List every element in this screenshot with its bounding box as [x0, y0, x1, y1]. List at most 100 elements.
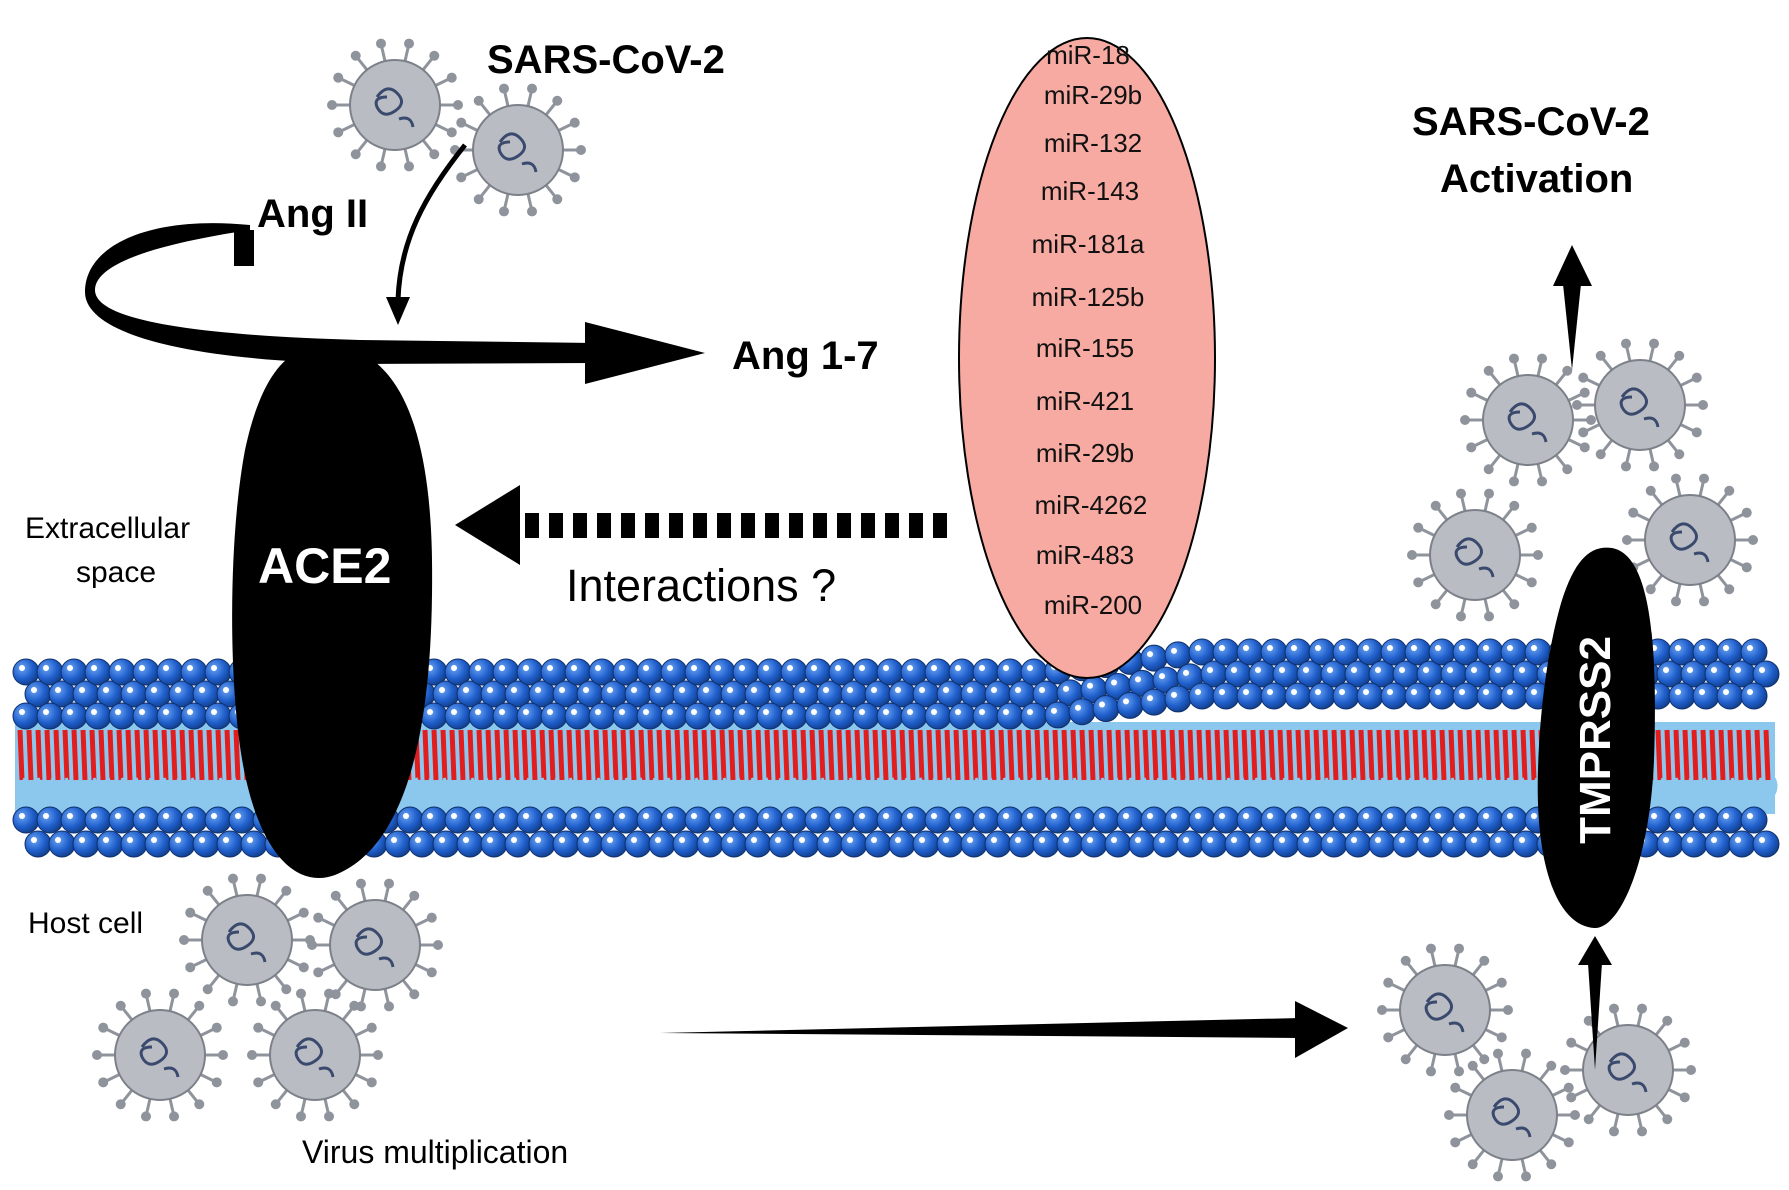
lipid-tail [872, 729, 880, 781]
virus-rna [226, 922, 267, 963]
lipid-tail [611, 729, 619, 781]
lipid-head-shine [1699, 813, 1705, 819]
lipid-head-shine [1483, 645, 1489, 651]
lipid-tail [692, 777, 700, 811]
lipid-head-shine [1291, 645, 1297, 651]
lipid-head [1716, 806, 1744, 834]
virus-spike-tip [1586, 415, 1596, 425]
lipid-tail [1655, 729, 1663, 781]
virus-spike-tip [1430, 500, 1441, 511]
virus-spike-tip [349, 1000, 360, 1011]
lipid-head [996, 702, 1024, 730]
lipid-head [948, 702, 976, 730]
lipid-head [684, 806, 712, 834]
lipid-head [1164, 685, 1192, 713]
virus-spike-tip [1566, 1037, 1577, 1048]
virus-spike-tip [115, 1000, 126, 1011]
lipid-tail [1466, 729, 1474, 781]
lipid-tail [728, 729, 736, 781]
lipid-head-shine [499, 709, 505, 715]
virus-spike-tip [384, 878, 395, 889]
lipid-head [708, 806, 736, 834]
lipid-head [12, 702, 40, 730]
lipid-head [96, 830, 124, 858]
lipid-head-shine [235, 813, 241, 819]
virus-spike-tip [426, 912, 437, 923]
virus-spike-tip [98, 1022, 109, 1033]
lipid-tail [890, 729, 898, 781]
lipid-head [516, 702, 544, 730]
lipid-tail [1462, 777, 1470, 811]
interactions-dash [789, 513, 803, 538]
lipid-head-shine [919, 837, 925, 843]
lipid-head-shine [1483, 813, 1489, 819]
lipid-head-shine [523, 709, 529, 715]
lipid-head-shine [187, 813, 193, 819]
lipid-head-shine [799, 837, 805, 843]
lipid-head-shine [583, 837, 589, 843]
lipid-tail [664, 777, 672, 811]
lipid-head-shine [1675, 689, 1681, 695]
lipid-head-shine [1747, 689, 1753, 695]
lipid-tail [818, 729, 826, 781]
lipid-tail [1529, 729, 1537, 781]
lipid-tail [1112, 777, 1120, 811]
lipid-tail [734, 777, 742, 811]
lipid-tail [1168, 777, 1176, 811]
lipid-head [804, 702, 832, 730]
lipid-head-shine [571, 709, 577, 715]
mirna-item: miR-132 [1043, 128, 1143, 158]
lipid-head-shine [1003, 813, 1009, 819]
lipid-head [144, 830, 172, 858]
lipid-head-shine [1327, 667, 1333, 673]
lipid-head-shine [643, 709, 649, 715]
lipid-head-shine [511, 837, 517, 843]
virus-spike-tip [194, 1000, 205, 1011]
lipid-head [156, 702, 184, 730]
lipid-tail [1376, 729, 1384, 781]
lipid-tail [926, 729, 934, 781]
lipid-head [48, 830, 76, 858]
lipid-tail [1182, 777, 1190, 811]
lipid-tail [1336, 777, 1344, 811]
lipid-head-shine [1243, 645, 1249, 651]
lipid-head [840, 830, 868, 858]
lipid-head-shine [955, 709, 961, 715]
virus-spike-tip [1662, 1114, 1673, 1125]
virus-spike-tip [1483, 365, 1494, 376]
lipid-tail [971, 729, 979, 781]
lipid-tail [818, 777, 826, 811]
virus-rna [1607, 1052, 1648, 1093]
virus-spike-tip [1413, 522, 1424, 533]
virus-spike-tip [1460, 415, 1470, 425]
lipid-tail [503, 729, 511, 781]
mirna-item: miR-200 [1043, 590, 1143, 620]
lipid-head-shine [127, 837, 133, 843]
lipid-head [168, 830, 196, 858]
lipid-tail [1028, 777, 1036, 811]
virus-particle [327, 38, 463, 172]
lipid-head [1068, 698, 1096, 726]
lipid-tail [1205, 729, 1213, 781]
virus-spike-tip [1492, 1048, 1503, 1059]
lipid-tail [846, 777, 854, 811]
virus-spike-tip [211, 1077, 222, 1088]
lipid-tail [710, 729, 718, 781]
lipid-head-shine [19, 709, 25, 715]
virus-spike-tip [1679, 1092, 1690, 1103]
lipid-head-shine [811, 813, 817, 819]
lipid-head-shine [1111, 837, 1117, 843]
lipid-tail [62, 729, 70, 781]
virus-spike-tip [179, 935, 189, 945]
virus-spike-tip [1699, 473, 1710, 484]
virus-spike-tip [1546, 1060, 1557, 1071]
lipid-tail [1682, 729, 1690, 781]
lipid-head-shine [163, 665, 169, 671]
lipid-tail [160, 777, 168, 811]
lipid-head-shine [907, 813, 913, 819]
lipid-tail [431, 729, 439, 781]
lipid-head-shine [1315, 689, 1321, 695]
lipid-tail [53, 729, 61, 781]
virus-spike-tip [433, 940, 443, 950]
lipid-tail [548, 729, 556, 781]
